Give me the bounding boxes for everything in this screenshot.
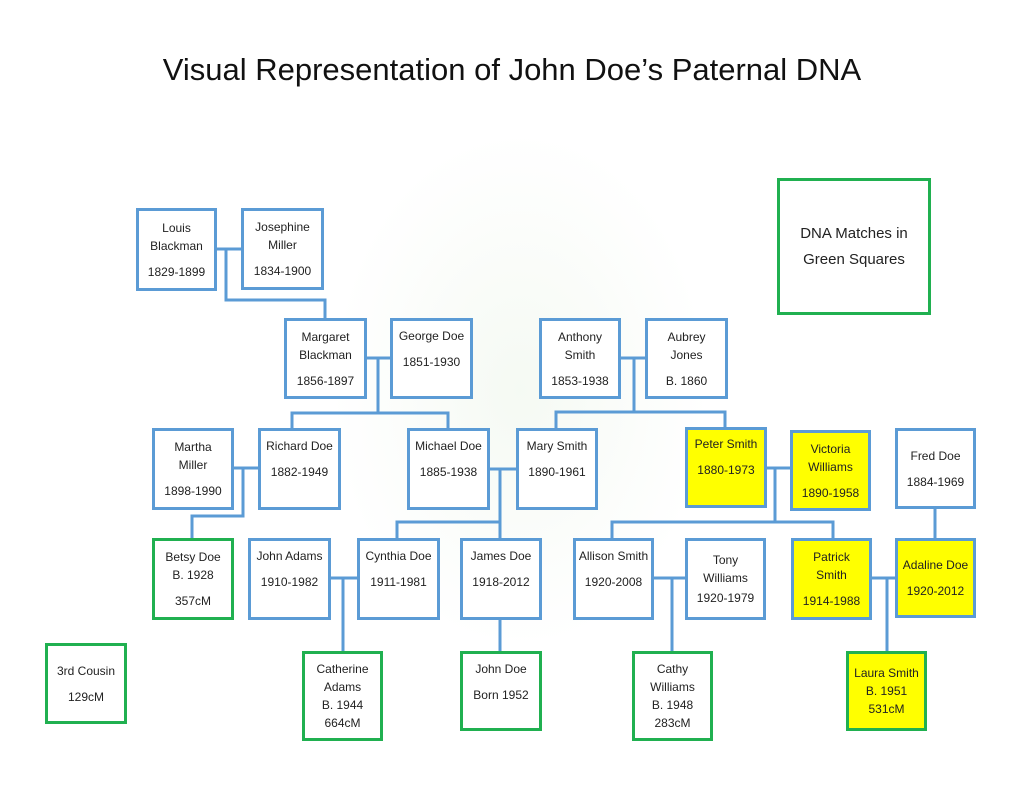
- connector: [224, 249, 327, 318]
- legend-box: DNA Matches in Green Squares: [777, 178, 931, 315]
- person-name: Tony Williams: [703, 553, 748, 585]
- person-cathy-williams: Cathy Williams B. 1948 283cM: [632, 651, 713, 741]
- person-name: Martha Miller: [174, 440, 212, 472]
- person-josephine-miller: Josephine Miller 1834-1900: [241, 208, 324, 290]
- person-name: Michael Doe: [415, 439, 482, 453]
- person-dates: 1853-1938: [551, 373, 609, 388]
- person-martha-miller: Martha Miller 1898-1990: [152, 428, 234, 510]
- person-name: Peter Smith: [694, 437, 758, 451]
- person-cynthia-doe: Cynthia Doe 1911-1981: [357, 538, 440, 620]
- person-dates: B. 1928: [172, 568, 214, 582]
- person-dates: 1829-1899: [147, 264, 206, 279]
- connector: [395, 520, 500, 538]
- person-patrick-smith: Patrick Smith 1914-1988: [791, 538, 872, 620]
- person-name: Betsy Doe: [165, 550, 221, 564]
- legend-line2: Green Squares: [803, 250, 905, 268]
- person-name: Mary Smith: [526, 439, 588, 453]
- person-dates: B. 1860: [665, 373, 708, 388]
- person-name: Richard Doe: [266, 439, 333, 453]
- person-aubrey-jones: Aubrey Jones B. 1860: [645, 318, 728, 399]
- person-michael-doe: Michael Doe 1885-1938: [407, 428, 490, 510]
- connector: [190, 468, 245, 538]
- person-dates: 1890-1961: [528, 465, 586, 479]
- person-dates: 1884-1969: [906, 474, 965, 489]
- person-name: Victoria Williams: [808, 441, 853, 474]
- person-name: Catherine Adams: [316, 662, 369, 694]
- person-dates: 1920-1979: [696, 591, 755, 605]
- person-dates: 1920-2008: [584, 575, 643, 589]
- person-mary-smith: Mary Smith 1890-1961: [516, 428, 598, 510]
- person-george-doe: George Doe 1851-1930: [390, 318, 473, 399]
- person-name: George Doe: [398, 329, 465, 343]
- person-name: Patrick Smith: [813, 550, 850, 582]
- connector: [554, 410, 727, 428]
- person-name: John Doe: [475, 662, 527, 676]
- page-title: Visual Representation of John Doe’s Pate…: [162, 52, 862, 87]
- person-name: Margaret Blackman: [299, 329, 352, 362]
- person-laura-smith: Laura Smith B. 1951 531cM: [846, 651, 927, 731]
- person-dates: 1882-1949: [270, 465, 329, 479]
- person-anthony-smith: Anthony Smith 1853-1938: [539, 318, 621, 399]
- person-dates: 1910-1982: [260, 575, 319, 589]
- person-name: James Doe: [470, 549, 532, 563]
- person-dates: 1856-1897: [296, 373, 355, 388]
- person-dates: B. 1951: [865, 684, 908, 698]
- person-dates: 1911-1981: [370, 575, 427, 589]
- person-betsy-doe: Betsy Doe B. 1928 357cM: [152, 538, 234, 620]
- person-name: 3rd Cousin: [56, 663, 116, 678]
- person-james-doe: James Doe 1918-2012: [460, 538, 542, 620]
- person-allison-smith: Allison Smith 1920-2008: [573, 538, 654, 620]
- person-tony-williams: Tony Williams 1920-1979: [685, 538, 766, 620]
- person-dates: B. 1948: [651, 698, 694, 712]
- person-dates: 1898-1990: [164, 484, 222, 498]
- person-dates: Born 1952: [473, 688, 529, 702]
- person-richard-doe: Richard Doe 1882-1949: [258, 428, 341, 510]
- person-name: Cynthia Doe: [365, 549, 432, 563]
- person-3rd-cousin: 3rd Cousin 129cM: [45, 643, 127, 724]
- person-dates: 1918-2012: [472, 575, 530, 589]
- person-name: Fred Doe: [910, 448, 961, 463]
- person-cm: 531cM: [868, 702, 905, 716]
- person-name: Aubrey Jones: [667, 329, 706, 362]
- person-name: Cathy Williams: [650, 662, 695, 694]
- person-adaline-doe: Adaline Doe 1920-2012: [895, 538, 976, 618]
- person-dates: 1890-1958: [801, 485, 860, 500]
- connector: [610, 520, 835, 538]
- person-john-adams: John Adams 1910-1982: [248, 538, 331, 620]
- person-dates: B. 1944: [321, 698, 364, 712]
- legend-line1: DNA Matches in: [800, 224, 908, 242]
- person-cm: 129cM: [67, 689, 105, 704]
- person-name: John Adams: [256, 549, 323, 563]
- person-dates: 1851-1930: [402, 355, 461, 369]
- person-peter-smith: Peter Smith 1880-1973: [685, 427, 767, 508]
- person-cm: 283cM: [654, 716, 691, 730]
- person-cm: 357cM: [174, 594, 212, 608]
- person-cm: 664cM: [324, 716, 361, 730]
- person-dates: 1885-1938: [419, 465, 478, 479]
- connector: [290, 411, 450, 428]
- person-name: Louis Blackman: [150, 220, 203, 253]
- person-victoria-williams: Victoria Williams 1890-1958: [790, 430, 871, 511]
- person-name: Adaline Doe: [902, 558, 969, 572]
- person-name: Josephine Miller: [255, 220, 310, 252]
- person-dates: 1914-1988: [802, 594, 861, 608]
- person-fred-doe: Fred Doe 1884-1969: [895, 428, 976, 509]
- person-dates: 1880-1973: [697, 463, 755, 477]
- person-dates: 1834-1900: [253, 264, 312, 278]
- person-name: Anthony Smith: [557, 329, 603, 362]
- person-dates: 1920-2012: [906, 584, 965, 598]
- person-name: Laura Smith: [854, 666, 919, 680]
- person-margaret-blackman: Margaret Blackman 1856-1897: [284, 318, 367, 399]
- person-louis-blackman: Louis Blackman 1829-1899: [136, 208, 217, 291]
- person-catherine-adams: Catherine Adams B. 1944 664cM: [302, 651, 383, 741]
- person-name: Allison Smith: [578, 549, 649, 563]
